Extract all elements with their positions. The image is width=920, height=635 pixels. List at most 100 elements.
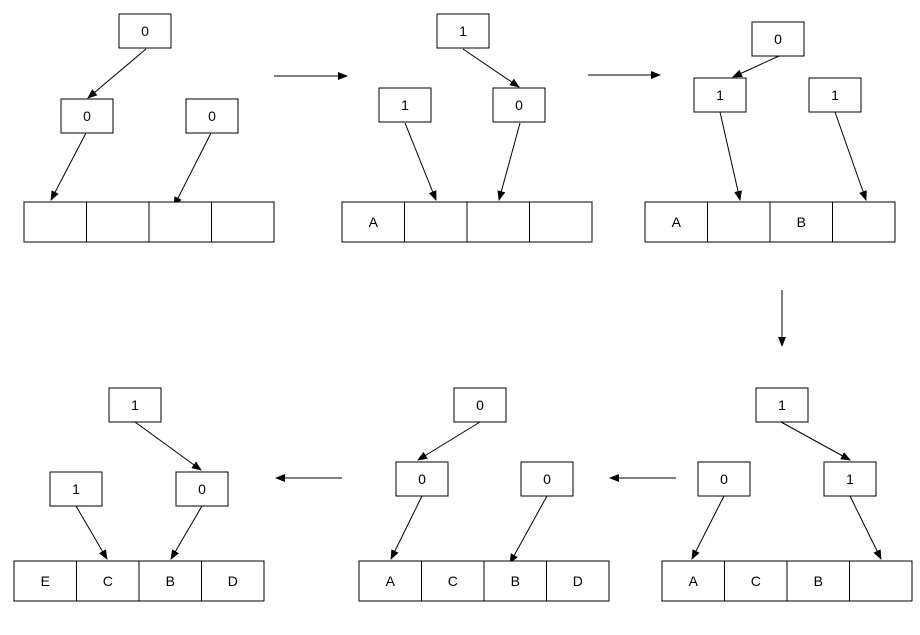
cache-slot — [849, 560, 913, 602]
node-box — [108, 387, 162, 423]
node-bit-label: 0 — [476, 397, 484, 413]
tree-link-arrow — [390, 495, 423, 560]
cache-slot-box — [404, 201, 468, 243]
cache-slot — [148, 201, 212, 243]
cache-array: A — [341, 201, 593, 243]
cache-slot: E — [13, 560, 77, 602]
cache-slot-box — [661, 560, 725, 602]
cache-slot-box — [786, 560, 850, 602]
node-box — [693, 77, 747, 113]
cache-slot: D — [546, 560, 610, 602]
node-bit-label: 0 — [141, 23, 149, 39]
node-bit-label: 0 — [83, 108, 91, 124]
tree-link-arrow — [497, 122, 521, 201]
cache-slot-box — [358, 560, 422, 602]
tree-node-root: 0 — [118, 13, 172, 49]
cache-slot: A — [644, 201, 708, 243]
cache-slot: B — [483, 560, 547, 602]
cache-slot-label: D — [573, 573, 583, 589]
node-box — [492, 87, 546, 123]
cache-slot-label: B — [797, 214, 806, 230]
node-box — [118, 13, 172, 49]
cache-slot — [707, 201, 771, 243]
cache-slot-label: B — [814, 573, 823, 589]
node-box — [436, 13, 490, 49]
node-bit-label: 1 — [131, 397, 139, 413]
cache-slot-box — [724, 560, 788, 602]
node-box — [60, 98, 114, 134]
cache-array — [23, 201, 275, 243]
tree-node-right: 0 — [492, 87, 546, 123]
tree-link-arrow — [509, 495, 548, 564]
tree-link-arrow — [173, 132, 212, 207]
cache-slot-label: A — [672, 214, 682, 230]
cache-slot-box — [769, 201, 833, 243]
stage-2: 1 1 0A — [341, 13, 593, 243]
flow-arrow-layer — [274, 71, 786, 482]
node-box — [755, 387, 809, 423]
tree-link-arrow — [134, 421, 202, 471]
tree-link-arrow — [87, 48, 147, 99]
tree-node-root: 1 — [436, 13, 490, 49]
tree-link-arrow — [719, 111, 742, 201]
cache-slot: B — [786, 560, 850, 602]
cache-slot-box — [13, 560, 77, 602]
tree-node-left: 1 — [378, 87, 432, 123]
tree-node-right: 1 — [808, 77, 862, 113]
tree-link-arrow — [50, 132, 87, 201]
cache-slot: B — [769, 201, 833, 243]
cache-slot: A — [358, 560, 422, 602]
tree-node-root: 0 — [453, 387, 507, 423]
node-bit-label: 0 — [774, 31, 782, 47]
node-box — [395, 461, 449, 497]
node-bit-label: 0 — [418, 471, 426, 487]
cache-slot-label: E — [41, 573, 50, 589]
cache-slot-label: A — [386, 573, 396, 589]
cache-slot — [211, 201, 275, 243]
cache-slot-box — [421, 560, 485, 602]
cache-slot: A — [661, 560, 725, 602]
node-box — [378, 87, 432, 123]
tree-link-arrow — [780, 421, 851, 461]
cache-slot-box — [211, 201, 275, 243]
cache-slot: C — [724, 560, 788, 602]
cache-slot — [23, 201, 87, 243]
cache-slot: D — [201, 560, 265, 602]
cache-slot-box — [86, 201, 150, 243]
node-box — [808, 77, 862, 113]
node-bit-label: 1 — [831, 87, 839, 103]
tree-link-arrow — [170, 505, 203, 560]
tree-node-root: 1 — [755, 387, 809, 423]
node-box — [49, 471, 103, 507]
tree-node-left: 0 — [395, 461, 449, 497]
node-bit-label: 1 — [778, 397, 786, 413]
tree-node-root: 1 — [108, 387, 162, 423]
cache-slot-box — [849, 560, 913, 602]
tree-node-left: 0 — [697, 461, 751, 497]
tree-link-arrow — [849, 495, 882, 560]
tree-node-right: 0 — [175, 471, 229, 507]
stage-1: 0 0 0 — [23, 13, 275, 243]
tree-node-left: 0 — [60, 98, 114, 134]
node-box — [175, 471, 229, 507]
cache-slot-box — [546, 560, 610, 602]
node-bit-label: 1 — [846, 471, 854, 487]
tree-node-right: 0 — [520, 461, 574, 497]
cache-slot: B — [138, 560, 202, 602]
cache-slot: C — [421, 560, 485, 602]
tree-link-arrow — [75, 505, 108, 560]
tree-link-arrow — [404, 122, 437, 201]
tree-node-right: 0 — [185, 98, 239, 134]
cache-slot-box — [201, 560, 265, 602]
node-box — [185, 98, 239, 134]
tree-link-arrow — [691, 495, 725, 560]
tree-link-arrow — [732, 55, 780, 78]
cache-slot-label: A — [689, 573, 699, 589]
cache-slot: A — [341, 201, 405, 243]
tree-link-arrow — [417, 421, 481, 461]
